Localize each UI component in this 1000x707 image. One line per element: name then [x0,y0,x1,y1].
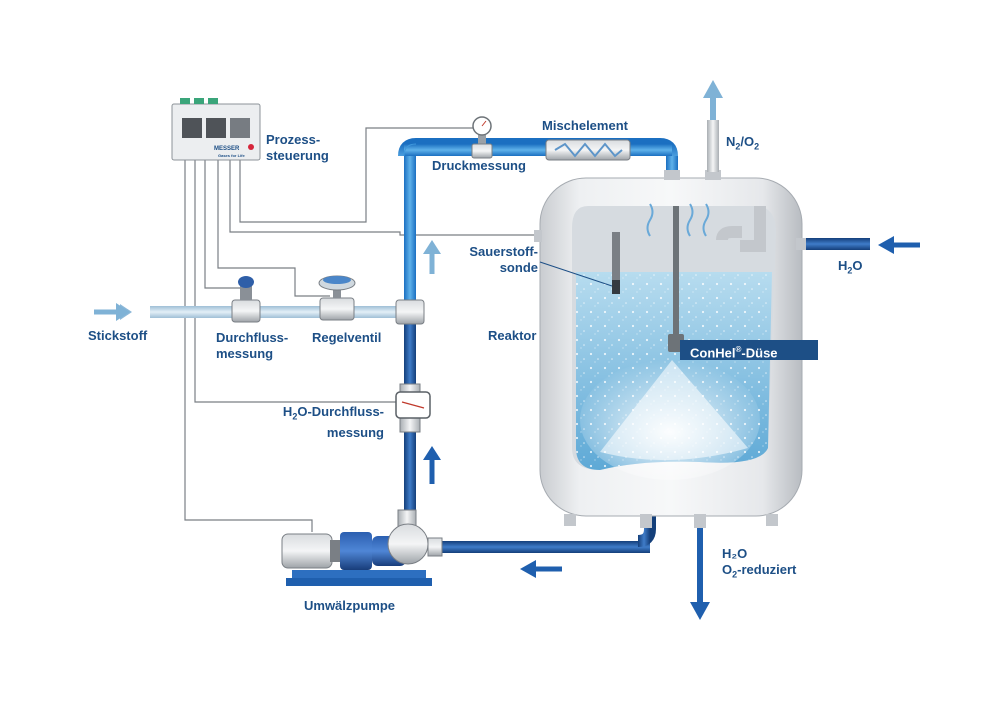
control-valve [318,275,356,321]
process-control-box: MESSER Gases for Life [171,98,261,161]
nitrogen-flow-meter [231,276,261,323]
water-inlet-pipe [806,238,870,250]
pressure-gauge [471,116,493,159]
mixing-element [545,139,631,161]
water-in-arrow [878,236,920,254]
label-flow-measurement: Durchfluss- messung [216,330,289,361]
label-n2-o2: N2/O2 [726,134,760,152]
svg-text:Gases for Life: Gases for Life [218,153,245,158]
reactor-interior [572,203,776,480]
label-process-control: Prozess- steuerung [266,132,329,163]
up-arrow-lower [423,446,441,484]
label-h2o-inlet: H2O [838,258,863,276]
label-mixing-element: Mischelement [542,118,628,133]
label-control-valve: Regelventil [312,330,382,345]
gas-out-arrow [703,80,723,120]
label-pressure-measurement: Druckmessung [432,158,526,173]
probe-leader-line [539,261,613,287]
svg-text:MESSER: MESSER [214,146,240,152]
nozzle-badge: ConHel®-Düse [680,340,818,360]
label-circulation-pump: Umwälzpumpe [304,598,396,613]
label-water-flow-measurement: H2O-Durchfluss-messung [282,404,384,440]
gas-outlet-pipe [707,120,719,172]
t-junction [395,299,425,325]
messer-logo: MESSER Gases for Life [214,144,254,158]
nitrogen-arrow [94,303,130,321]
left-arrow-bottom [520,560,562,578]
control-wires [184,127,540,532]
label-nitrogen: Stickstoff [88,328,148,343]
label-reactor: Reaktor [488,328,537,343]
label-oxygen-probe: Sauerstoff- sonde [469,244,538,275]
up-arrow-upper [423,240,441,274]
water-out-arrow [690,528,710,620]
circulation-pump [281,509,443,586]
water-flow-meter [395,383,431,433]
